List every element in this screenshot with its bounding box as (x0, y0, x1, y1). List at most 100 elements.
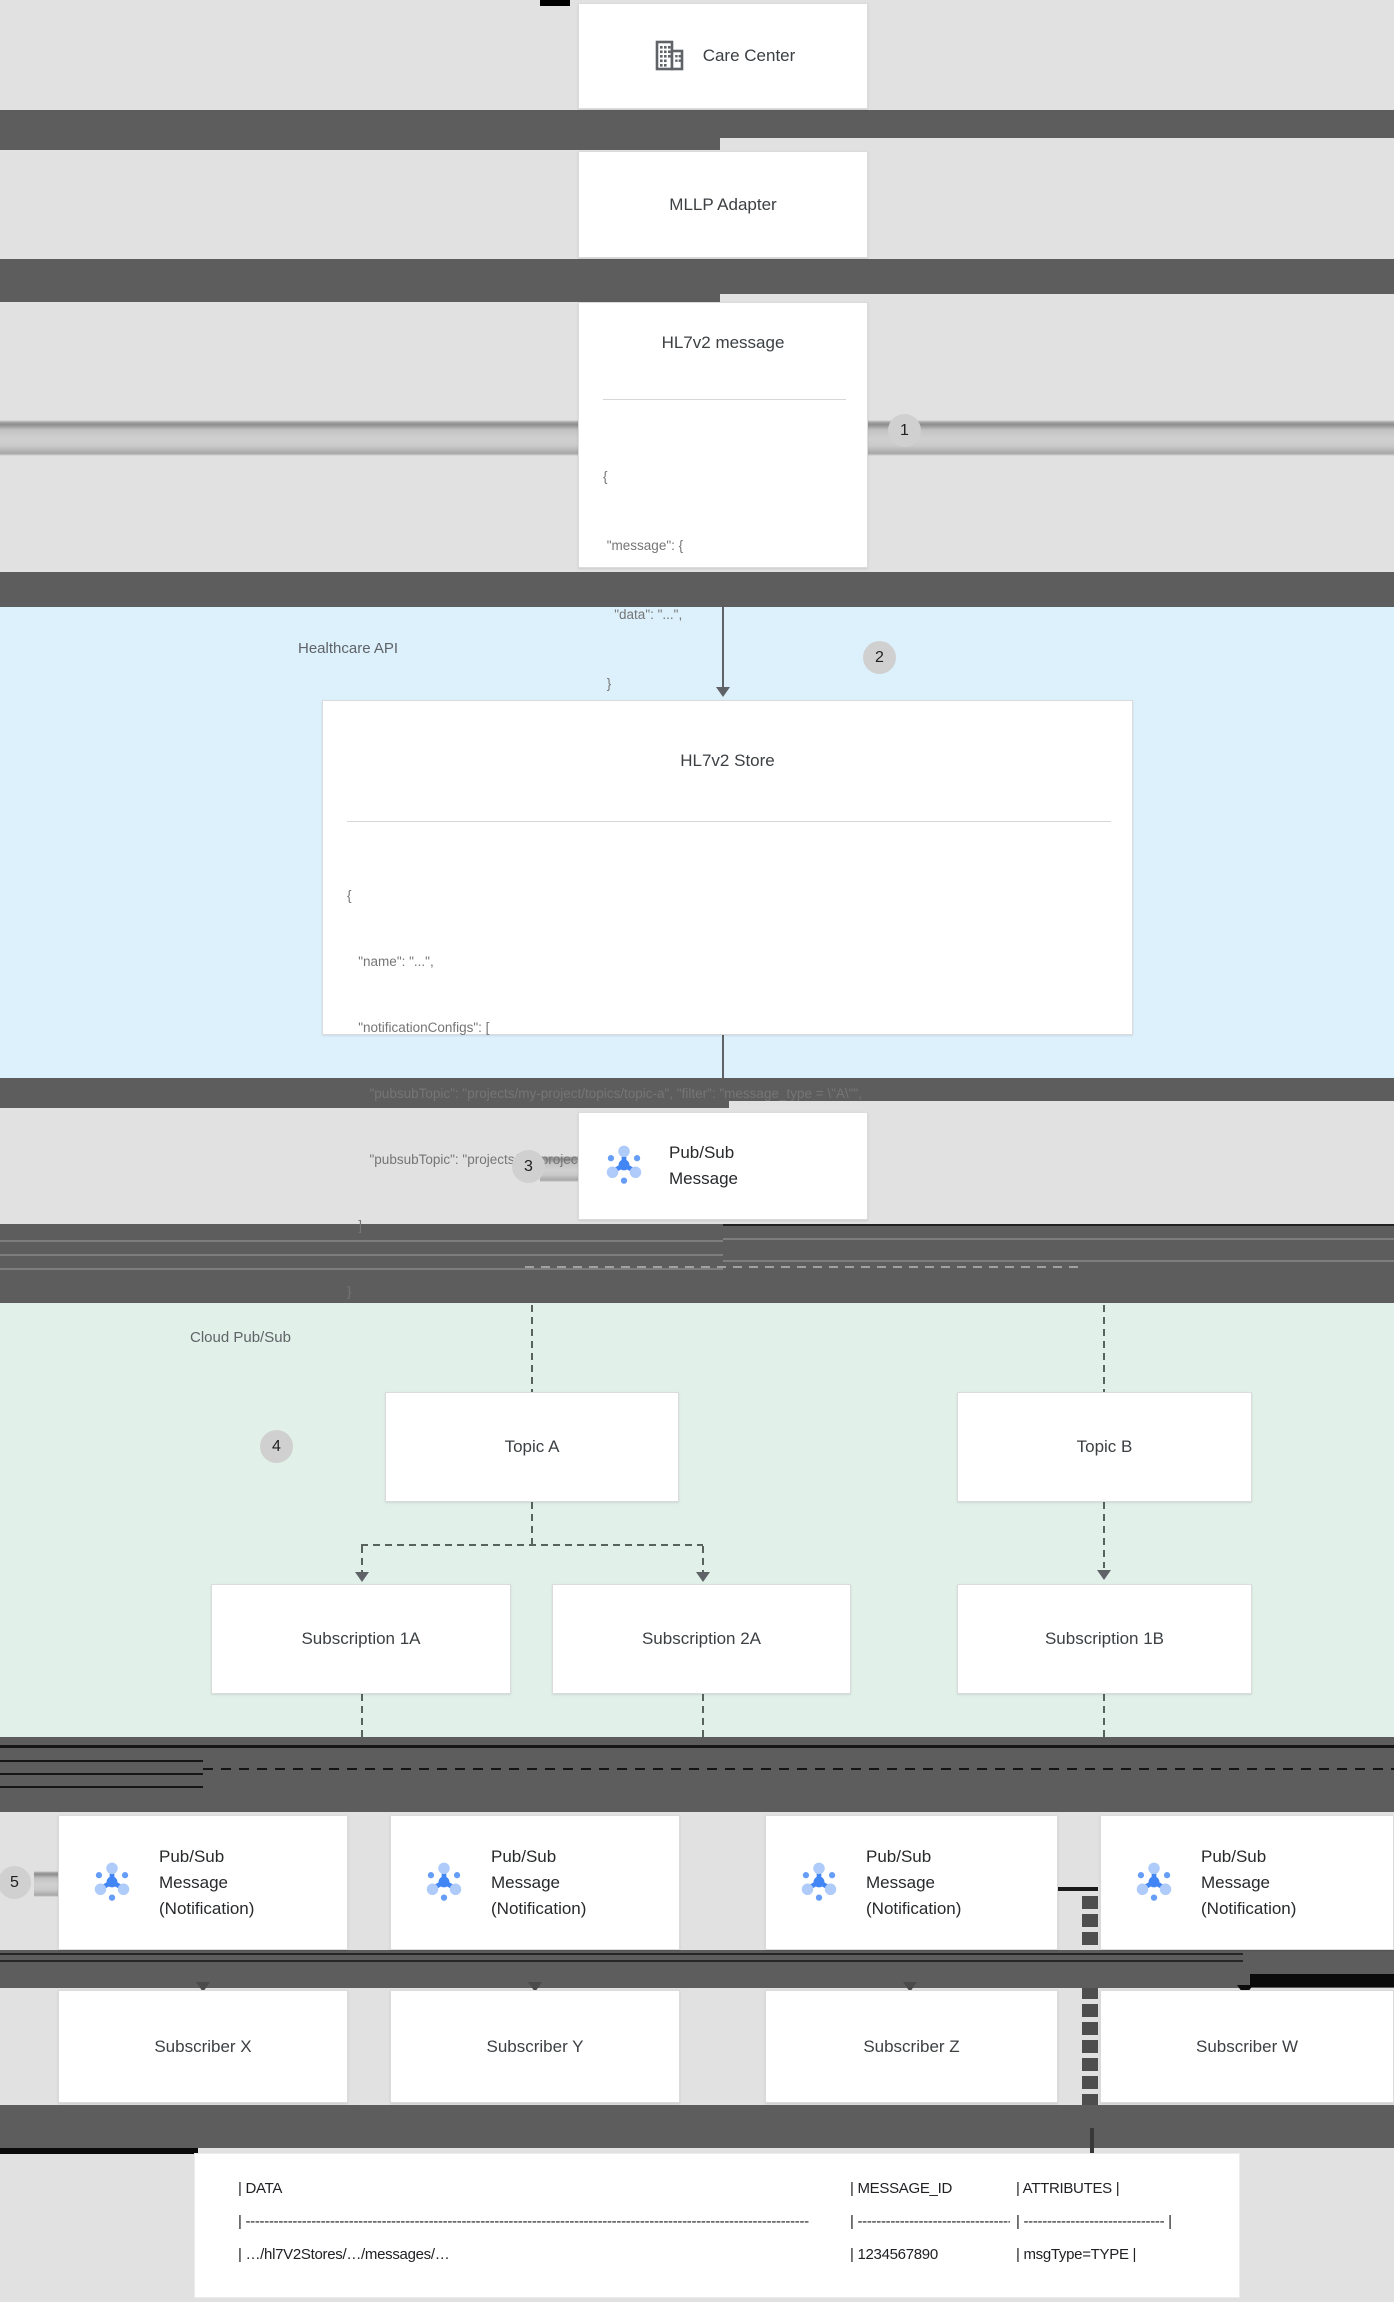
arrowhead-down (355, 1572, 369, 1582)
table-divider-message-id: | --------------------------------------… (850, 2213, 1010, 2230)
pubsub-icon (89, 1860, 135, 1906)
hl7v2-message-node: HL7v2 message { "message": { "data": "..… (578, 302, 868, 760)
table-cell-attributes: | msgType=TYPE | (1016, 2246, 1137, 2263)
step-badge-3: 3 (512, 1150, 545, 1183)
separator-band (0, 259, 720, 302)
hl7v2-message-code: { "message": { "data": "...", } } (603, 469, 684, 760)
separator-band (0, 1950, 1394, 1988)
striped-band (0, 1737, 1394, 1812)
dashed-drop-line (1082, 1896, 1098, 2105)
separator-band (0, 2105, 1394, 2148)
separator-band (0, 572, 1394, 607)
notify-dashes (203, 1768, 1394, 1770)
subscriber-w-label: Subscriber W (1195, 2036, 1299, 2056)
pubsub-message-node: Pub/Sub Message (578, 1112, 868, 1220)
separator-band (720, 259, 1394, 294)
dashed-connector (361, 1546, 363, 1572)
hl7v2-store-code: { "name": "...", "notificationConfigs": … (347, 888, 863, 1299)
cloud-pubsub-label: Cloud Pub/Sub (190, 1329, 291, 1346)
arrowhead-down (528, 1982, 542, 1992)
subscriber-y-node: Subscriber Y (390, 1990, 680, 2103)
step-badge-5: 5 (0, 1866, 31, 1899)
dashed-connector (1103, 1502, 1105, 1568)
arrowhead-down (696, 1572, 710, 1582)
dashed-branch (361, 1544, 703, 1546)
dashed-connector (702, 1694, 704, 1737)
table-divider-data: | --------------------------------------… (238, 2213, 809, 2230)
table-cell-data: | …/hl7V2Stores/…/messages/… (238, 2246, 450, 2263)
hl7v2-store-title: HL7v2 Store (680, 751, 775, 770)
pubsub-notification-card: Pub/Sub Message (Notification) (390, 1815, 680, 1950)
mllp-adapter-node: MLLP Adapter (578, 151, 868, 258)
separator-band (729, 1078, 1394, 1101)
black-segment (1250, 1974, 1394, 1987)
pubsub-notification-card: Pub/Sub Message (Notification) (1100, 1815, 1394, 1950)
arrowhead-down (196, 1982, 210, 1992)
topic-b-node: Topic B (957, 1392, 1252, 1502)
table-cell-message-id: | 1234567890 (850, 2246, 938, 2263)
healthcare-api-label: Healthcare API (298, 640, 399, 657)
pubsub-notification-card: Pub/Sub Message (Notification) (58, 1815, 348, 1950)
arrowhead-down (1097, 1570, 1111, 1580)
dashed-drop-line-cap (1058, 1887, 1098, 1891)
subscription-1b-label: Subscription 1B (1044, 1629, 1165, 1648)
pubsub-icon (601, 1143, 647, 1189)
hl7v2-store-node: HL7v2 Store { "name": "...", "notificati… (322, 700, 1133, 1299)
step5-pipe (34, 1871, 60, 1897)
separator-band (0, 1078, 729, 1108)
notification-label: Pub/Sub Message (Notification) (866, 1846, 962, 1918)
table-header-message-id: | MESSAGE_ID (850, 2180, 952, 2197)
table-header-row: | DATA | MESSAGE_ID | ATTRIBUTES | (195, 2180, 1239, 2204)
notification-label: Pub/Sub Message (Notification) (159, 1846, 255, 1918)
topic-a-label: Topic A (504, 1437, 560, 1456)
message-table: | DATA | MESSAGE_ID | ATTRIBUTES | | ---… (194, 2153, 1240, 2298)
pubsub-icon (421, 1860, 467, 1906)
subscription-1a-node: Subscription 1A (211, 1584, 511, 1694)
topic-a-node: Topic A (385, 1392, 679, 1502)
pubsub-icon (1131, 1860, 1177, 1906)
dashed-connector (702, 1546, 704, 1572)
topic-b-label: Topic B (1076, 1437, 1133, 1456)
connector (722, 607, 724, 687)
striped-band (0, 1224, 1394, 1303)
dashed-connector (531, 1305, 533, 1392)
table-header-attributes: | ATTRIBUTES | (1016, 2180, 1120, 2197)
dashed-connector (1103, 1305, 1105, 1392)
dashed-connector (1103, 1694, 1105, 1737)
step-badge-1: 1 (888, 414, 921, 447)
arrowhead-down (716, 687, 730, 697)
separator-band (720, 110, 1394, 138)
subscription-2a-label: Subscription 2A (641, 1629, 762, 1648)
subscriber-z-label: Subscriber Z (863, 2036, 960, 2056)
pubsub-icon (796, 1860, 842, 1906)
notification-label: Pub/Sub Message (Notification) (1201, 1846, 1297, 1918)
care-center-node: Care Center (578, 3, 868, 109)
arrowhead-down (903, 1982, 917, 1992)
dashed-connector (361, 1694, 363, 1737)
table-data-row: | …/hl7V2Stores/…/messages/… | 123456789… (195, 2246, 1239, 2270)
dashed-drop-line-end (1090, 2128, 1094, 2153)
table-header-data: | DATA (238, 2180, 283, 2197)
mllp-adapter-label: MLLP Adapter (669, 194, 777, 214)
notification-label: Pub/Sub Message (Notification) (491, 1846, 587, 1918)
top-tick (540, 0, 570, 6)
pubsub-notification-card: Pub/Sub Message (Notification) (765, 1815, 1058, 1950)
step3-pipe (540, 1156, 580, 1182)
divider (603, 399, 846, 400)
pubsub-message-label: Pub/Sub Message (669, 1143, 738, 1188)
subscriber-w-node: Subscriber W (1100, 1990, 1394, 2103)
hospital-building-icon (651, 38, 687, 74)
subscription-1b-node: Subscription 1B (957, 1584, 1252, 1694)
table-divider-attributes: | ------------------------------ | (1016, 2213, 1172, 2230)
care-center-label: Care Center (702, 46, 796, 65)
hl7v2-message-title: HL7v2 message (661, 333, 785, 352)
subscriber-z-node: Subscriber Z (765, 1990, 1058, 2103)
subscription-1a-label: Subscription 1A (301, 1629, 421, 1648)
separator-band (0, 110, 720, 150)
branch-dashes (525, 1266, 1085, 1268)
subscription-2a-node: Subscription 2A (552, 1584, 851, 1694)
black-tick (0, 2148, 198, 2154)
step-badge-4: 4 (260, 1430, 293, 1463)
table-divider-row: | --------------------------------------… (195, 2213, 1239, 2237)
